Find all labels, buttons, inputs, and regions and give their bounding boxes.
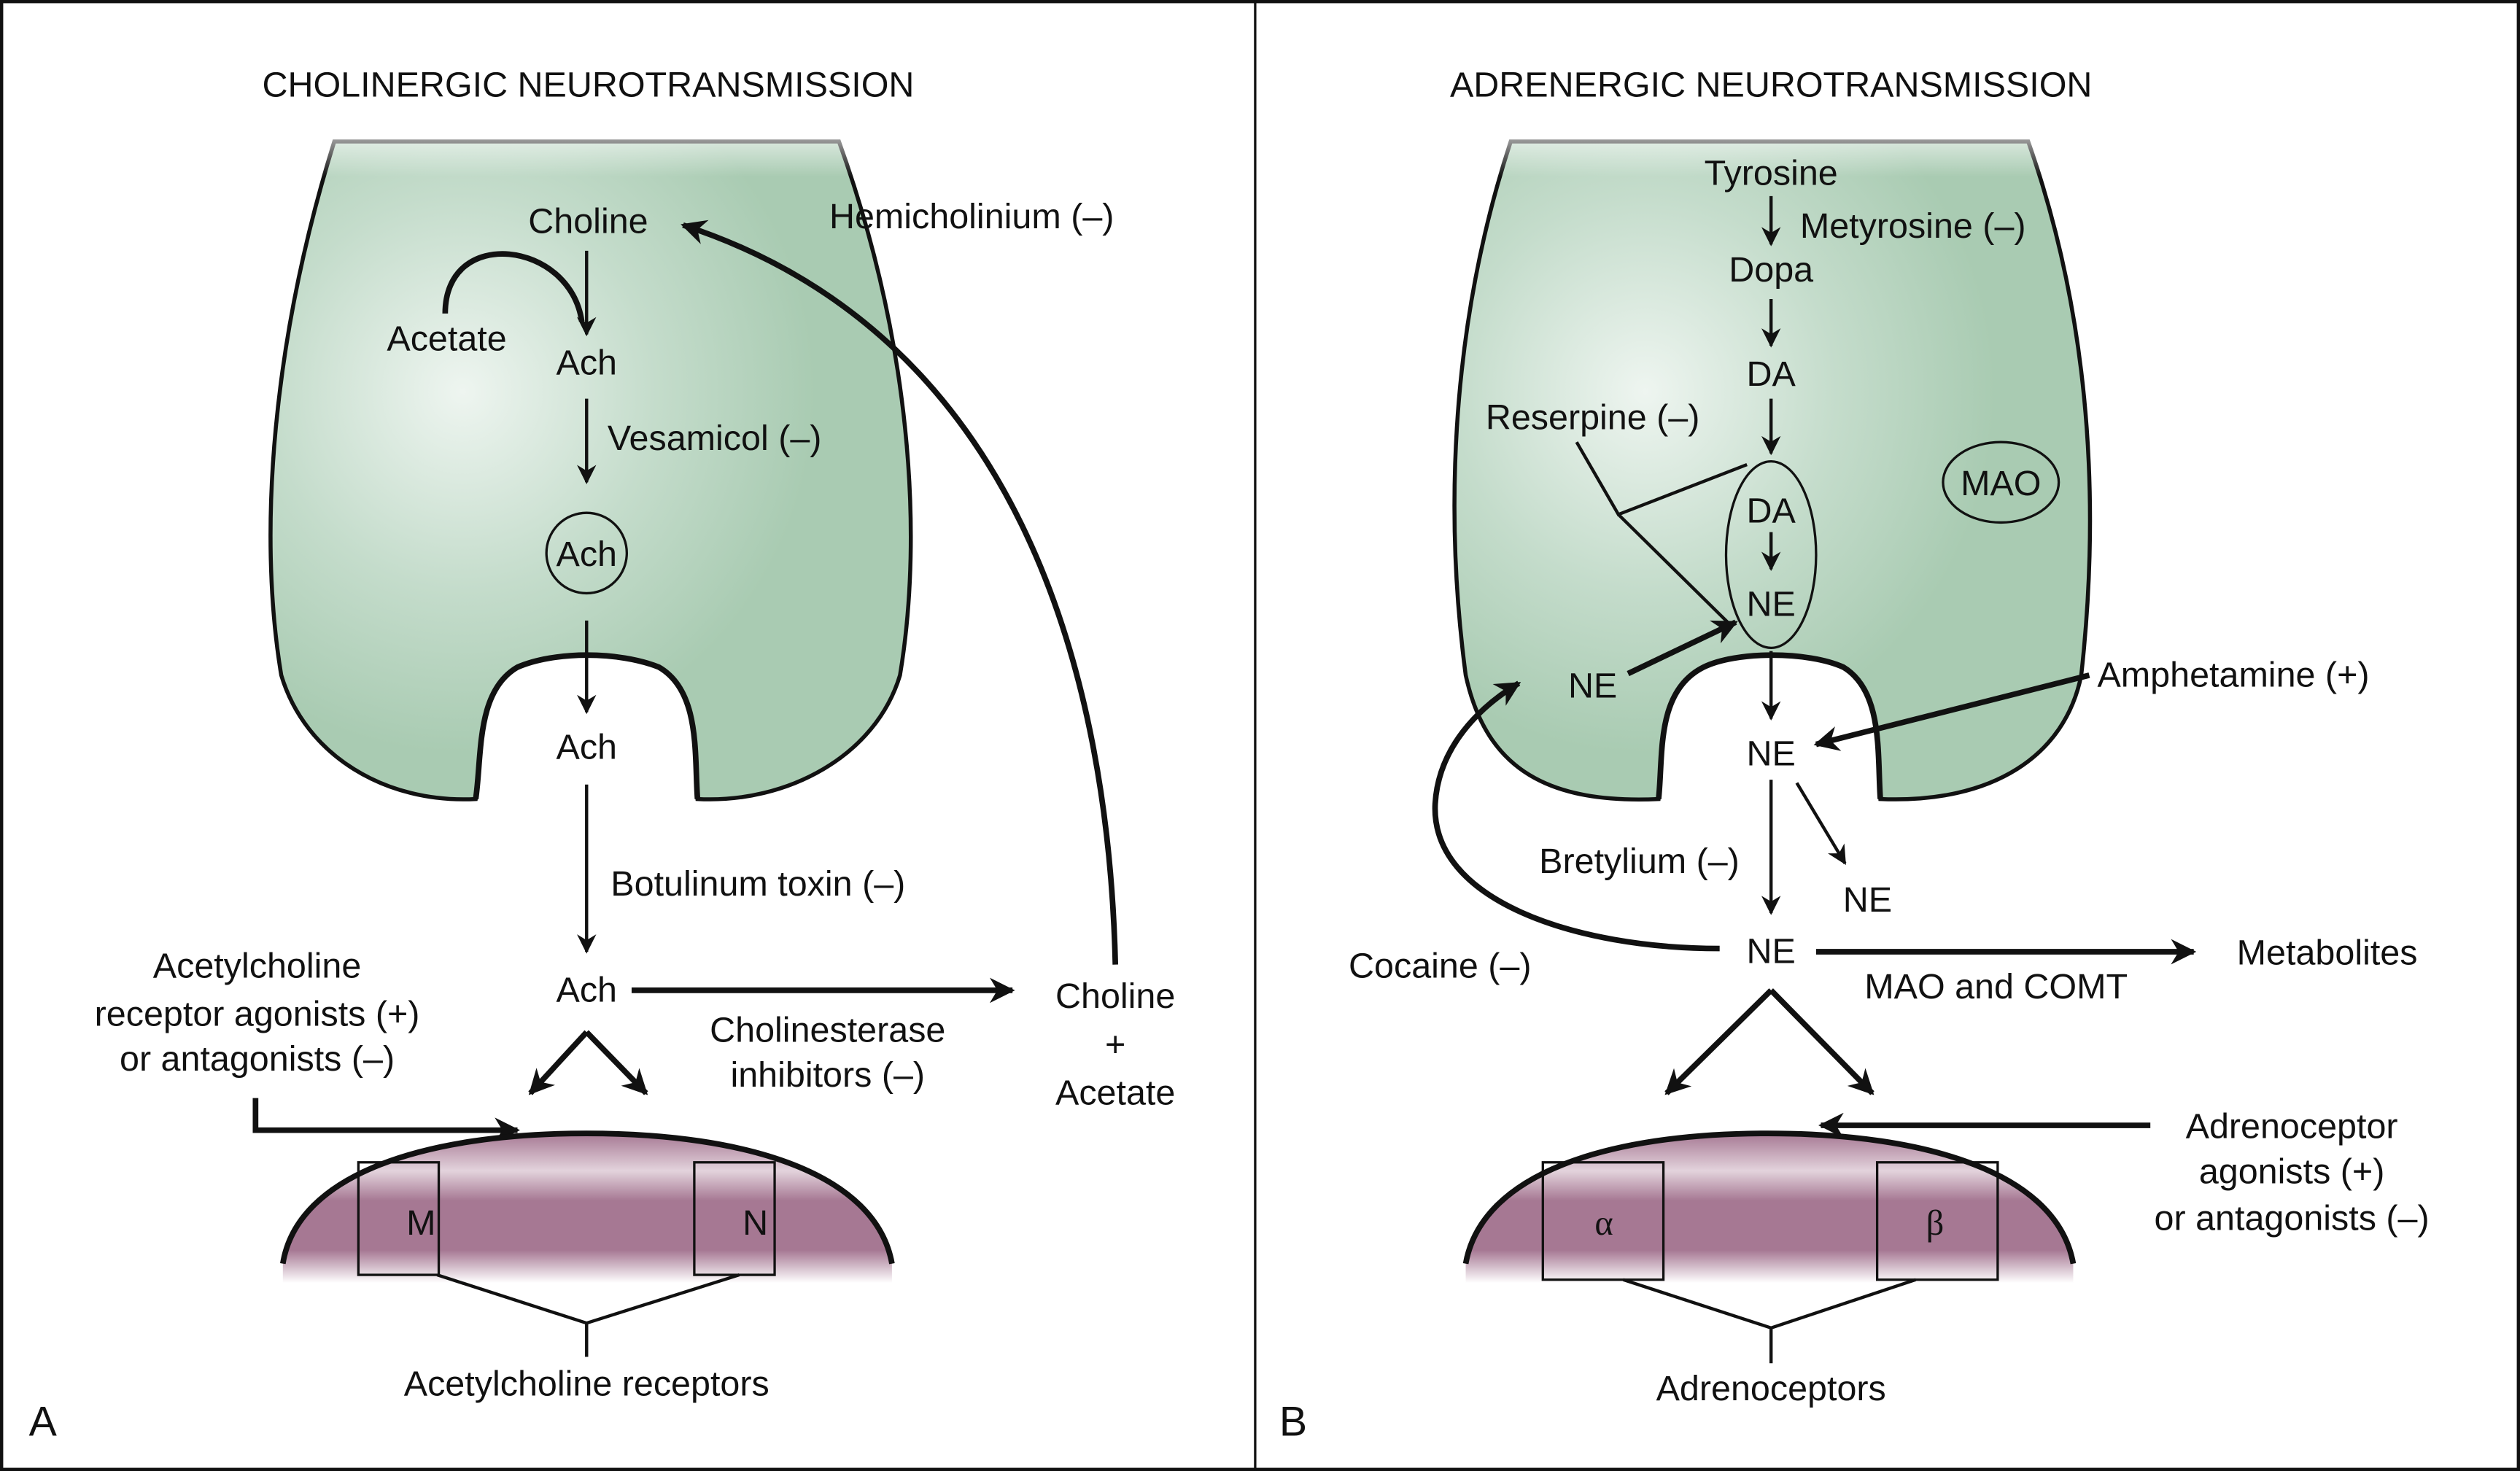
ach-synthesized-label: Ach [557,344,618,383]
panel-a-cholinergic: CHOLINERGIC NEUROTRANSMISSION Choline He… [29,65,1176,1445]
receptor-n-label: N [743,1203,768,1243]
agonists-line-1: Acetylcholine [153,946,362,985]
adrenoceptors-label: Adrenoceptors [1656,1369,1886,1408]
mao-organelle-label: MAO [1961,464,2041,503]
mao-organelle [1942,440,2060,524]
botulinum-label: Botulinum toxin (–) [610,864,905,904]
adreno-agonists-line-3: or antagonists (–) [2155,1198,2430,1238]
alpha-receptor [1541,1161,1665,1281]
beta-receptor [1875,1161,1999,1281]
ne-reuptake-arrow [1432,680,1720,952]
cocaine-label: Cocaine (–) [1349,946,1531,985]
vesamicol-label: Vesamicol (–) [608,419,822,458]
amphetamine-arrow [1813,672,2090,751]
acetate-curve [442,251,585,322]
receptor-alpha-label: α [1594,1204,1613,1243]
panel-b-letter: B [1279,1398,1307,1445]
ach-vesicle [545,511,628,595]
cholinesterase-line-2: inhibitors (–) [730,1055,925,1095]
panel-a-title: CHOLINERGIC NEUROTRANSMISSION [263,65,915,104]
metabolites-label: Metabolites [2237,934,2418,973]
bretylium-label: Bretylium (–) [1539,842,1740,881]
metyrosine-label: Metyrosine (–) [1800,206,2026,246]
ach-release-label: Ach [557,727,618,766]
receptor-bracket [436,1273,740,1357]
ach-to-m-arrow [528,1030,589,1095]
vesicle-ne-label: NE [1747,584,1796,624]
vesicle-da-label: DA [1747,491,1796,530]
adreno-agonists-line-2: agonists (+) [2199,1152,2385,1191]
choline-label: Choline [528,202,648,241]
amphetamine-label: Amphetamine (+) [2097,655,2369,694]
products-acetate: Acetate [1055,1073,1175,1112]
receptors-label: Acetylcholine receptors [404,1364,769,1403]
muscarinic-receptor [357,1161,441,1276]
tyrosine-label: Tyrosine [1705,153,1838,193]
panel-a-letter: A [29,1398,58,1445]
ne-cleft-label: NE [1747,931,1796,971]
hemicholinium-label: Hemicholinium (–) [829,197,1114,236]
agonists-line-2: receptor agonists (+) [95,994,420,1033]
choline-reuptake-arrow [681,220,1119,965]
panel-b-title: ADRENERGIC NEUROTRANSMISSION [1450,65,2092,104]
ne-to-alpha-arrow [1664,988,1773,1095]
products-choline: Choline [1055,977,1175,1016]
agonists-line-3: or antagonists (–) [120,1039,395,1079]
cholinesterase-line-1: Cholinesterase [710,1010,945,1049]
ach-to-n-arrow [584,1030,648,1095]
postsynaptic-membrane-b [1465,1133,2074,1284]
ach-cleft-label: Ach [557,970,618,1009]
ne-diffusion-arrow [1795,782,1847,866]
postsynaptic-membrane [282,1133,892,1284]
receptor-beta-label: β [1926,1204,1945,1243]
receptor-m-label: M [406,1203,435,1243]
ne-vesicle-uptake-arrow [1627,619,1738,677]
adrenoceptor-bracket [1622,1278,1917,1364]
ne-cytoplasm-label: NE [1568,667,1617,706]
agonist-arrow [252,1098,520,1144]
reserpine-label: Reserpine (–) [1486,398,1700,438]
reserpine-inhibition-lines [1575,441,1748,629]
mao-comt-label: MAO and COMT [1864,967,2128,1006]
ne-vesicle [1724,460,1818,650]
products-plus: + [1105,1025,1125,1064]
ach-vesicle-label: Ach [557,535,618,574]
ne-to-beta-arrow [1769,988,1875,1095]
ne-side-label: NE [1843,880,1892,920]
adreno-agonists-line-1: Adrenoceptor [2186,1107,2398,1146]
panel-b-adrenergic: ADRENERGIC NEUROTRANSMISSION Tyrosine Me… [1279,65,2430,1445]
da-label: DA [1747,354,1796,394]
acetate-label: Acetate [387,319,506,359]
ne-release-label: NE [1747,734,1796,773]
dopa-label: Dopa [1729,250,1813,290]
